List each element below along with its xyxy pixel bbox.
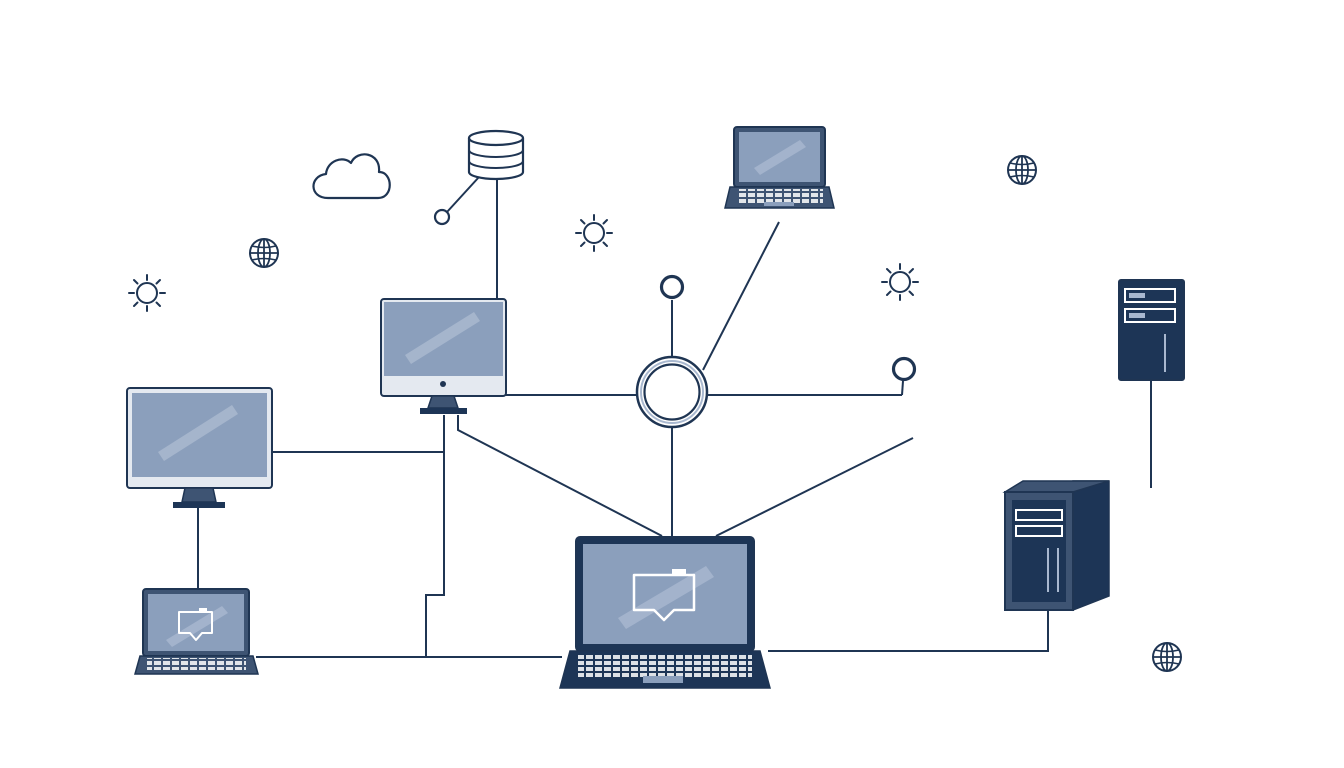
node-ring-right	[891, 356, 917, 382]
node-ring-top	[659, 274, 685, 300]
monitor-left	[126, 387, 273, 508]
link-hub-laptop-top	[702, 221, 780, 371]
hub-ring-icon	[635, 355, 709, 429]
chat-bubble-icon	[632, 569, 696, 622]
globe-icon	[1152, 642, 1182, 672]
cloud-icon	[312, 153, 391, 200]
laptop-main	[559, 536, 771, 689]
server-rack	[1118, 279, 1185, 381]
link-monitor-laptop-main	[457, 415, 663, 537]
link-right-laptop-main	[715, 437, 914, 537]
globe-icon	[249, 238, 279, 268]
ring-nodes	[433, 208, 917, 382]
link-database-node	[446, 176, 480, 213]
server-tower	[1002, 480, 1110, 612]
gear-icon	[128, 274, 166, 312]
gear-icon	[881, 263, 919, 301]
connection-lines	[197, 176, 1152, 658]
globe-icon	[1007, 155, 1037, 185]
link-node-right-stub	[901, 380, 904, 396]
database-icon	[467, 129, 525, 181]
laptop-top	[724, 126, 835, 209]
laptop-small	[134, 588, 259, 675]
node-ring-database	[433, 208, 451, 226]
gear-icon	[575, 214, 613, 252]
link-laptop-main-server	[768, 608, 1049, 652]
monitor-center	[380, 298, 507, 414]
chat-bubble-icon	[178, 608, 213, 641]
link-bus-vertical	[425, 415, 445, 657]
